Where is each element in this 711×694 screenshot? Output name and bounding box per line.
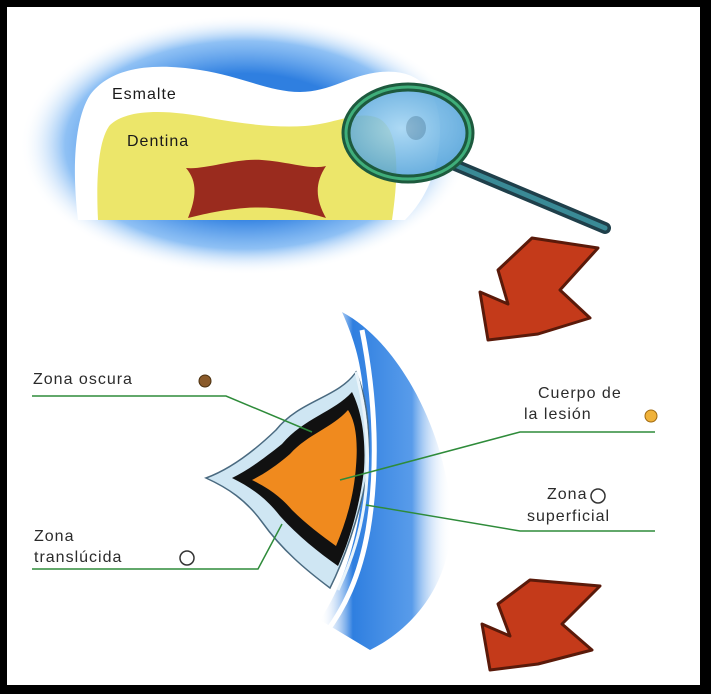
cuerpo-marker — [645, 410, 657, 422]
label-cuerpo-line2: la lesión — [524, 405, 592, 425]
label-zona-translucida-line1: Zona — [34, 527, 74, 547]
label-cuerpo-line1: Cuerpo de — [538, 384, 622, 404]
down-left-arrow-icon — [480, 238, 598, 340]
label-zona-superficial-line2: superficial — [527, 507, 610, 527]
label-zona-translucida-line2: translúcida — [34, 548, 122, 568]
label-zona-oscura: Zona oscura — [33, 370, 133, 390]
label-dentina: Dentina — [127, 133, 189, 151]
label-esmalte: Esmalte — [112, 86, 177, 104]
zona-oscura-marker — [199, 375, 211, 387]
down-left-arrow-icon-2 — [482, 580, 600, 670]
zona-translucida-marker — [180, 551, 194, 565]
leader-zona-oscura — [32, 396, 312, 432]
lesion-section — [206, 312, 451, 650]
zona-superficial-marker — [591, 489, 605, 503]
label-zona-superficial-line1: Zona — [547, 485, 587, 505]
